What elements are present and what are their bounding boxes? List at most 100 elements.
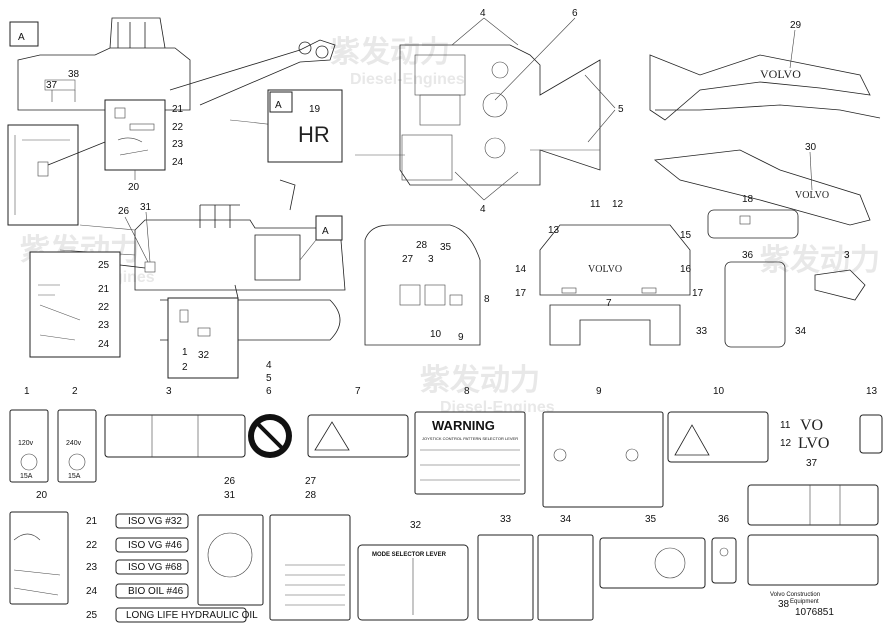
callout-37: 37 <box>46 80 58 91</box>
decal-9: 9 <box>542 386 664 508</box>
svg-text:ISO VG #68: ISO VG #68 <box>128 562 182 573</box>
callout-3: 3 <box>428 254 434 265</box>
callout-18: 18 <box>742 194 754 205</box>
callout-35: 35 <box>440 242 452 253</box>
decal-35: 35 <box>599 514 706 589</box>
svg-text:35: 35 <box>645 514 657 525</box>
svg-text:8: 8 <box>464 386 470 397</box>
svg-text:2: 2 <box>72 386 78 397</box>
svg-text:23: 23 <box>98 320 110 331</box>
hr-decal-box: A 19 HR <box>267 89 343 163</box>
svg-text:10: 10 <box>713 386 725 397</box>
svg-text:15A: 15A <box>20 473 33 480</box>
callout-32: 32 <box>198 350 210 361</box>
svg-text:6: 6 <box>266 386 272 397</box>
callout-36: 36 <box>742 250 754 261</box>
svg-text:12: 12 <box>780 438 792 449</box>
callout-26: 26 <box>118 206 130 217</box>
callout-33: 33 <box>696 326 708 337</box>
callout-15: 15 <box>680 230 692 241</box>
callout-17-right: 17 <box>692 288 704 299</box>
svg-text:120v: 120v <box>18 440 34 447</box>
svg-text:1: 1 <box>24 386 30 397</box>
svg-text:34: 34 <box>560 514 572 525</box>
decal-7: 7 <box>307 386 409 458</box>
decal-27-28: 27 28 <box>269 476 351 621</box>
svg-text:WARNING: WARNING <box>432 418 495 433</box>
svg-text:37: 37 <box>806 458 818 469</box>
counterweight-18-36: 18 36 <box>707 194 799 261</box>
decal-10: 10 <box>667 386 769 463</box>
callout-6: 6 <box>572 8 578 19</box>
hr-label: HR <box>298 122 330 147</box>
svg-text:31: 31 <box>224 490 236 501</box>
watermark: 紫发动力 Diesel-Engines 紫发动力 Diesel-Engines … <box>20 36 880 416</box>
svg-text:28: 28 <box>305 490 317 501</box>
callout-29: 29 <box>790 20 802 31</box>
callout-9: 9 <box>458 332 464 343</box>
svg-text:11: 11 <box>780 420 791 431</box>
callout-4-bottom: 4 <box>480 204 486 215</box>
callout-12: 12 <box>612 199 624 210</box>
decal-11-12-letters: 11 VO 12 LVO <box>780 417 829 452</box>
svg-text:LVO: LVO <box>798 435 829 452</box>
svg-text:3: 3 <box>166 386 172 397</box>
callout-20: 20 <box>128 182 140 193</box>
decal-8-warning: 8 WARNING JOYSTICK CONTROL PATTERN SELEC… <box>414 386 526 495</box>
callout-21: 21 <box>172 104 184 115</box>
svg-text:LONG LIFE HYDRAULIC OIL: LONG LIFE HYDRAULIC OIL <box>126 610 258 621</box>
cab-top-view: 4 6 5 4 <box>355 8 624 215</box>
callout-30: 30 <box>805 142 817 153</box>
svg-text:22: 22 <box>86 540 98 551</box>
svg-text:ISO VG #32: ISO VG #32 <box>128 516 182 527</box>
svg-text:32: 32 <box>410 520 422 531</box>
svg-text:BIO OIL #46: BIO OIL #46 <box>128 586 184 597</box>
svg-text:24: 24 <box>86 586 98 597</box>
callout-1: 1 <box>182 347 188 358</box>
callout-17-left: 17 <box>515 288 527 299</box>
decal-37: 37 <box>747 458 879 526</box>
callout-23: 23 <box>172 139 184 150</box>
callout-22: 22 <box>172 122 184 133</box>
svg-text:26: 26 <box>224 476 236 487</box>
svg-text:Volvo Construction: Volvo Construction <box>770 592 820 598</box>
boom-29: VOLVO 29 <box>649 20 881 121</box>
decal-34: 34 <box>537 514 594 621</box>
callout-31: 31 <box>140 202 152 213</box>
decal-20: 20 <box>9 490 69 605</box>
callout-2: 2 <box>182 362 188 373</box>
callout-13: 13 <box>548 225 560 236</box>
callout-14: 14 <box>515 264 527 275</box>
decal-13: 13 <box>859 386 883 454</box>
decal-2: 2 240v 15A <box>57 386 97 483</box>
callout-7: 7 <box>606 298 612 309</box>
callout-28: 28 <box>416 240 428 251</box>
svg-text:Equipment: Equipment <box>790 599 819 605</box>
svg-text:紫发动力: 紫发动力 <box>420 364 540 397</box>
svg-text:15A: 15A <box>68 473 81 480</box>
callout-4-top: 4 <box>480 8 486 19</box>
detail-inset-1-2-32: 1 2 32 <box>167 284 239 379</box>
svg-text:9: 9 <box>596 386 602 397</box>
svg-text:21: 21 <box>98 284 110 295</box>
svg-text:25: 25 <box>86 610 98 621</box>
decal-36: 36 <box>711 514 737 584</box>
callout-8: 8 <box>484 294 490 305</box>
callout-19: 19 <box>309 104 321 115</box>
svg-text:3: 3 <box>844 250 850 261</box>
volvo-logo-boom: VOLVO <box>760 67 801 81</box>
excavator-side-view-top: A 37 38 <box>9 17 336 133</box>
excavator-rear-view: VOLVO 13 11 12 15 14 16 17 17 7 <box>515 199 704 346</box>
detail-inset-20-24: 21 22 23 24 20 <box>7 99 184 226</box>
callout-34: 34 <box>795 326 807 337</box>
decal-4-5-6: 4 5 6 <box>248 360 292 458</box>
svg-text:240v: 240v <box>66 440 82 447</box>
decal-33: 33 <box>477 514 534 621</box>
svg-text:JOYSTICK CONTROL PATTERN SELEC: JOYSTICK CONTROL PATTERN SELECTOR LEVER <box>422 436 518 441</box>
svg-text:VO: VO <box>800 417 823 434</box>
part-number: 1076851 <box>795 607 834 618</box>
decal-26-31: 26 31 <box>197 476 264 606</box>
svg-text:A: A <box>322 226 329 237</box>
callout-38: 38 <box>68 69 80 80</box>
decal-3: 3 <box>104 386 246 458</box>
